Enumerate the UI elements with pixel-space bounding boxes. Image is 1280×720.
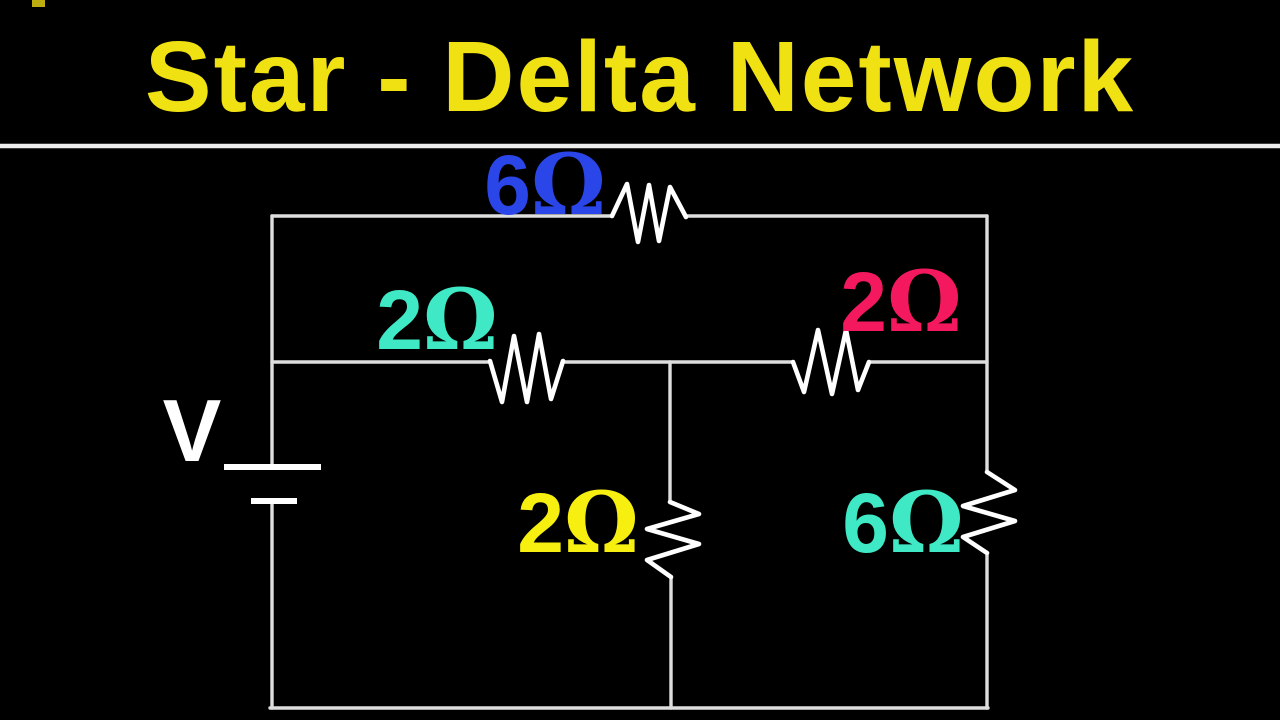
resistor-top-label: 6Ω: [484, 135, 606, 234]
resistor-middle-right: 2Ω: [790, 252, 962, 397]
resistor-unit: Ω: [889, 473, 964, 572]
resistor-middle-left-zigzag: [487, 331, 566, 405]
resistor-unit: Ω: [564, 473, 639, 572]
source-label: V: [163, 381, 222, 480]
resistor-value: 2: [376, 273, 423, 367]
resistor-value: 2: [517, 476, 564, 570]
resistor-middle-right-zigzag: [790, 327, 872, 397]
resistor-right-vertical: 6Ω: [842, 469, 1018, 572]
resistor-value: 6: [484, 138, 531, 232]
wire-center-vertical: [668, 360, 673, 710]
battery-source: V: [163, 381, 321, 504]
resistor-middle-left: 2Ω: [376, 270, 566, 405]
resistor-unit: Ω: [887, 252, 962, 351]
circuit-wires: [268, 214, 990, 710]
resistor-top: 6Ω: [484, 135, 689, 245]
resistor-top-zigzag: [609, 181, 689, 245]
resistor-right-vertical-label: 6Ω: [842, 473, 964, 572]
resistor-middle-right-label: 2Ω: [840, 252, 962, 351]
resistor-value: 6: [842, 476, 889, 570]
resistor-center-vertical-label: 2Ω: [517, 473, 639, 572]
resistor-middle-left-label: 2Ω: [376, 270, 498, 369]
resistor-unit: Ω: [531, 135, 606, 234]
stray-mark: [32, 0, 45, 7]
page-title: Star - Delta Network: [145, 21, 1135, 133]
resistor-right-vertical-zigzag: [960, 469, 1018, 556]
resistor-center-vertical-zigzag: [644, 499, 702, 580]
resistor-center-vertical: 2Ω: [517, 473, 702, 580]
resistor-value: 2: [840, 255, 887, 349]
resistor-unit: Ω: [423, 270, 498, 369]
